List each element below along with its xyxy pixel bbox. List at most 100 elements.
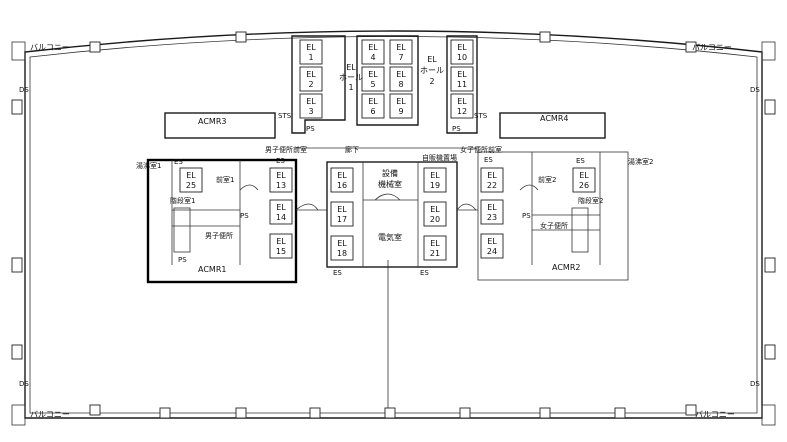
elevator-shaft	[299, 66, 323, 92]
elevator-number: 20	[430, 215, 440, 224]
womens-toilet-label: 女子便所	[540, 221, 568, 230]
elevator-number: 19	[430, 181, 440, 190]
elevator-label: EL	[579, 171, 589, 180]
left-core-rooms: 湯沸室1 ES 男子便所前室 ES 前室1 階段室1 PS 男子便所 PS EL…	[136, 145, 307, 264]
elevator-label: EL	[430, 205, 440, 214]
es-label-right-2: ES	[576, 157, 585, 165]
elevator-shaft	[299, 39, 323, 65]
elevator-label: EL	[368, 70, 378, 79]
elevator-number: 17	[337, 215, 347, 224]
elevator-number: 23	[487, 213, 497, 222]
elevator-number: 18	[337, 249, 347, 258]
balcony-label-tl: バルコニー	[30, 43, 70, 52]
elevator-label: EL	[487, 237, 497, 246]
core-walls	[146, 35, 629, 284]
elevator-number: 26	[579, 181, 589, 190]
elevator-label: EL	[337, 239, 347, 248]
elevator-shaft	[389, 39, 413, 65]
stair-1-label: 階段室1	[170, 196, 195, 205]
es-label-center-left: ES	[333, 269, 342, 277]
es-label-right: ES	[484, 156, 493, 164]
mens-entry-label: 男子便所前室	[265, 145, 307, 154]
acmr4-label: ACMR4	[540, 114, 568, 123]
elevator-hall-labels: EL ホール 1 EL ホール 2	[339, 55, 444, 92]
elevator-shaft	[361, 93, 385, 119]
elevator-number: 4	[370, 53, 375, 62]
elevator-number: 9	[398, 107, 403, 116]
es-label-left: ES	[174, 158, 183, 166]
elevator-number: 22	[487, 181, 497, 190]
lobby-2-label: 前室2	[538, 175, 556, 184]
equipment-label-1: 設備	[382, 168, 398, 178]
elevator-number: 10	[457, 53, 467, 62]
sts-label-left: STS	[278, 112, 292, 120]
elevator-shaft	[389, 66, 413, 92]
elevator-number: 15	[276, 247, 286, 256]
elevator-label: EL	[276, 237, 286, 246]
ds-label-3: DS	[19, 380, 29, 388]
elevator-shaft	[361, 66, 385, 92]
elevator-number: 1	[308, 53, 313, 62]
elevator-label: EL	[368, 97, 378, 106]
kitchen-2-label: 湯沸室2	[628, 157, 653, 166]
balcony-label-bl: バルコニー	[30, 410, 70, 419]
vending-label: 自販機置場	[422, 153, 457, 162]
ps-label-bottom-left: PS	[178, 256, 187, 264]
elevator-number: 2	[308, 80, 313, 89]
stair-2-label: 階段室2	[578, 196, 603, 205]
elevator-label: EL	[337, 205, 347, 214]
acmr1-label: ACMR1	[198, 265, 226, 274]
hall-2-label-num: 2	[429, 77, 434, 86]
elevator-number: 3	[308, 107, 313, 116]
elevator-label: EL	[337, 171, 347, 180]
elevator-label: EL	[276, 203, 286, 212]
elevator-label: EL	[430, 239, 440, 248]
elevator-label: EL	[430, 171, 440, 180]
equipment-label-2: 機械室	[378, 179, 402, 189]
outer-walls	[24, 30, 763, 419]
elevator-label: EL	[457, 43, 467, 52]
acmr-labels: ACMR3 ACMR4 ACMR1 ACMR2	[198, 114, 580, 274]
es-label-left-2: ES	[276, 157, 285, 165]
elevator-label: EL	[487, 203, 497, 212]
ds-label-4: DS	[750, 380, 760, 388]
center-core: 廊下 自販機置場 設備 機械室 電気室 EL 16 EL 17 EL 18 EL…	[330, 145, 457, 277]
corridor-label: 廊下	[345, 145, 359, 154]
hall-2-label-hall: ホール	[420, 66, 444, 75]
elevator-shaft	[361, 39, 385, 65]
ps-label-left: PS	[306, 125, 315, 133]
elevator-label: EL	[487, 171, 497, 180]
elevator-shaft	[389, 93, 413, 119]
right-core-rooms: 女子便所前室 ES ES 湯沸室2 前室2 階段室2 PS 女子便所 EL 22…	[460, 145, 653, 259]
elevator-label: EL	[306, 97, 316, 106]
elevator-number: 8	[398, 80, 403, 89]
elevator-label: EL	[396, 70, 406, 79]
elevator-label: EL	[276, 171, 286, 180]
elevator-label: EL	[457, 97, 467, 106]
hall-2-label-el: EL	[427, 55, 437, 64]
elevator-number: 21	[430, 249, 440, 258]
elevator-number: 14	[276, 213, 286, 222]
elevator-hall-2: EL 10 EL 11 EL 12	[450, 39, 474, 119]
elevator-number: 13	[276, 181, 286, 190]
ps-label-right: PS	[452, 125, 461, 133]
ps-label-core-right: PS	[522, 212, 531, 220]
es-label-center-right: ES	[420, 269, 429, 277]
mens-toilet-label: 男子便所	[205, 231, 233, 240]
elevator-number: 5	[370, 80, 375, 89]
elevator-label: EL	[186, 171, 196, 180]
elevator-number: 24	[487, 247, 497, 256]
ps-label-core-left: PS	[240, 212, 249, 220]
elevator-number: 6	[370, 107, 375, 116]
hall-1-label-num: 1	[348, 83, 353, 92]
elevator-number: 7	[398, 53, 403, 62]
hall-1-label-hall: ホール	[339, 73, 363, 82]
ds-labels: DS DS DS DS	[19, 86, 760, 388]
shaft-labels-top: STS PS STS PS	[278, 112, 488, 133]
acmr3-label: ACMR3	[198, 117, 226, 126]
sts-label-right: STS	[474, 112, 488, 120]
elevator-number: 11	[457, 80, 467, 89]
elevator-shaft	[299, 93, 323, 119]
elevator-number: 16	[337, 181, 347, 190]
